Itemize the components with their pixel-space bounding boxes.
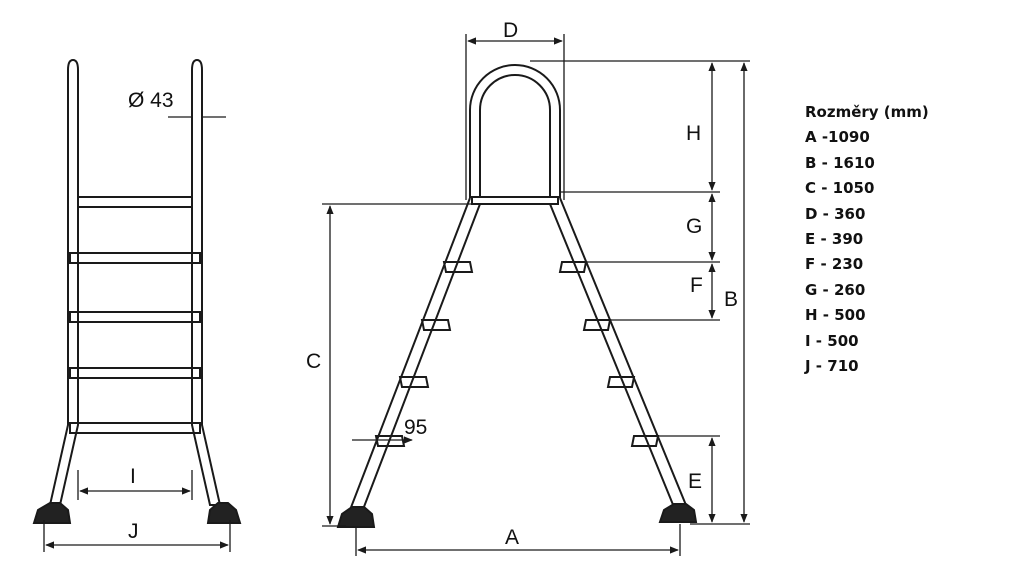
front-rung-5 <box>69 422 201 434</box>
label-G: G <box>686 215 702 238</box>
side-left-foot <box>336 506 376 528</box>
label-step-gap: 95 <box>404 416 427 439</box>
dimensions-legend: Rozměry (mm) A -1090 B - 1610 C - 1050 D… <box>805 100 929 379</box>
legend-title: Rozměry (mm) <box>805 103 929 121</box>
side-step-left-1 <box>442 261 474 273</box>
label-B: B <box>724 288 738 311</box>
label-F: F <box>690 274 703 297</box>
legend-item: C - 1050 <box>805 179 875 198</box>
side-step-left-3 <box>398 376 430 388</box>
front-rung-4 <box>69 367 201 379</box>
side-left-leg <box>349 197 481 513</box>
front-left-foot <box>32 502 72 524</box>
side-step-right-1 <box>558 261 588 273</box>
side-step-left-4 <box>374 435 406 447</box>
label-H: H <box>686 122 701 145</box>
label-J: J <box>128 520 139 543</box>
side-step-right-3 <box>606 376 636 388</box>
legend-item: A -1090 <box>805 128 870 147</box>
legend-item: G - 260 <box>805 280 866 299</box>
side-top-bar <box>471 196 559 205</box>
label-diameter: Ø 43 <box>128 89 174 112</box>
label-I: I <box>130 465 136 488</box>
legend-item: F - 230 <box>805 255 864 274</box>
front-right-foot <box>206 502 242 524</box>
handle-loop <box>469 64 561 198</box>
label-D: D <box>503 19 518 42</box>
side-right-leg <box>549 197 689 513</box>
legend-item: I - 500 <box>805 331 859 350</box>
legend-item: J - 710 <box>805 357 859 376</box>
side-step-left-2 <box>420 319 452 331</box>
legend-item: H - 500 <box>805 306 866 325</box>
label-C: C <box>306 350 321 373</box>
front-view <box>32 58 242 524</box>
label-A: A <box>505 526 519 549</box>
side-right-foot <box>658 503 698 523</box>
front-right-rail <box>191 58 222 506</box>
label-E: E <box>688 470 702 493</box>
legend-item: B - 1610 <box>805 153 875 172</box>
front-rung-3 <box>69 311 201 323</box>
legend-item: D - 360 <box>805 204 866 223</box>
front-left-rail <box>48 58 79 506</box>
legend-item: E - 390 <box>805 230 864 249</box>
side-view <box>336 64 698 528</box>
front-rung-1 <box>77 196 193 208</box>
front-rung-2 <box>69 252 201 264</box>
